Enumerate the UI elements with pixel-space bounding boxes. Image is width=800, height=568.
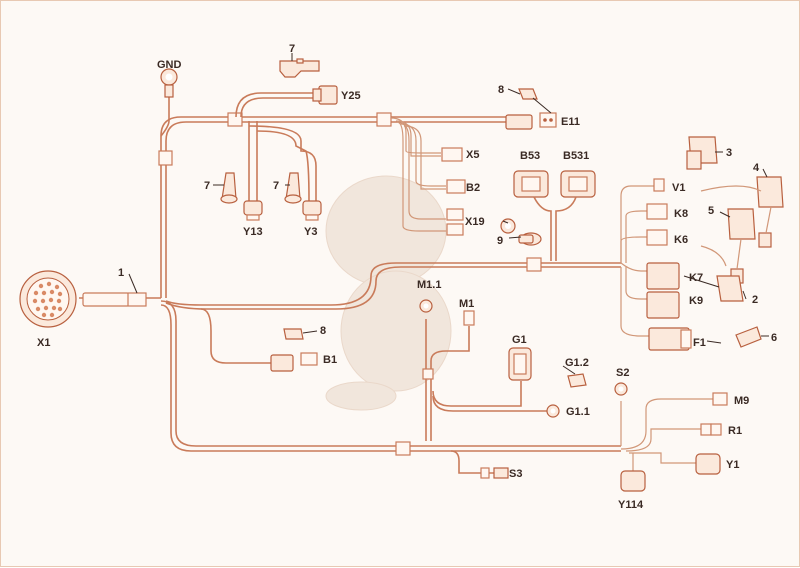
label-3: 3 <box>726 147 732 159</box>
label-gnd: GND <box>157 59 182 71</box>
label-k9: K9 <box>689 295 703 307</box>
label-y25: Y25 <box>341 90 361 102</box>
label-1: 1 <box>118 267 124 279</box>
label-g1-2: G1.2 <box>565 357 589 369</box>
label-4: 4 <box>753 162 760 174</box>
label-g1-1: G1.1 <box>566 406 590 418</box>
branch-s3 <box>450 450 509 479</box>
label-y1: Y1 <box>726 459 739 471</box>
right-lower-group <box>614 382 728 492</box>
part-9-x19 <box>500 218 542 246</box>
branch-b1 <box>200 308 318 372</box>
label-b53: B53 <box>520 150 540 162</box>
pointer-arrows <box>128 53 769 375</box>
label-g1: G1 <box>512 334 527 346</box>
gnd-eyelet <box>160 68 178 137</box>
label-k8: K8 <box>674 208 688 220</box>
label-b2: B2 <box>466 182 480 194</box>
label-2: 2 <box>752 294 758 306</box>
label-7-right: 7 <box>273 180 279 192</box>
part-7-top <box>279 58 320 78</box>
label-b531: B531 <box>563 150 589 162</box>
label-m1: M1 <box>459 298 474 310</box>
label-m9: M9 <box>734 395 749 407</box>
label-8-top: 8 <box>498 84 504 96</box>
label-r1: R1 <box>728 425 742 437</box>
label-y114: Y114 <box>618 499 644 511</box>
label-y3: Y3 <box>304 226 317 238</box>
label-b1: B1 <box>323 354 337 366</box>
label-7-top: 7 <box>289 43 295 55</box>
branch-y25 <box>235 85 338 118</box>
label-x19: X19 <box>465 216 485 228</box>
label-7-left: 7 <box>204 180 210 192</box>
connector-x1 <box>19 270 77 328</box>
label-v1: V1 <box>672 182 685 194</box>
label-k7: K7 <box>689 272 703 284</box>
branch-y13-y3 <box>220 121 322 221</box>
label-s2: S2 <box>616 367 629 379</box>
label-9: 9 <box>497 235 503 247</box>
label-f1: F1 <box>693 337 706 349</box>
label-x1: X1 <box>37 337 50 349</box>
label-e11: E11 <box>561 116 580 128</box>
label-5: 5 <box>708 205 714 217</box>
label-6: 6 <box>771 332 777 344</box>
label-y13: Y13 <box>243 226 263 238</box>
right-relay-group <box>620 178 692 351</box>
sensors-b53-b531 <box>513 170 596 261</box>
label-8-left: 8 <box>320 325 326 337</box>
branch-x5-b2-x19 <box>390 117 466 236</box>
label-m1-1: M1.1 <box>417 279 441 291</box>
middle-group <box>419 299 587 441</box>
label-s3: S3 <box>509 468 522 480</box>
branch-e11 <box>505 88 557 130</box>
label-k6: K6 <box>674 234 688 246</box>
label-x5: X5 <box>466 149 479 161</box>
component-labels: X1 GND 1 7 Y25 8 E11 X5 B53 B531 B2 X19 … <box>37 43 777 511</box>
loose-parts-3-4-5-2-6 <box>686 136 784 348</box>
